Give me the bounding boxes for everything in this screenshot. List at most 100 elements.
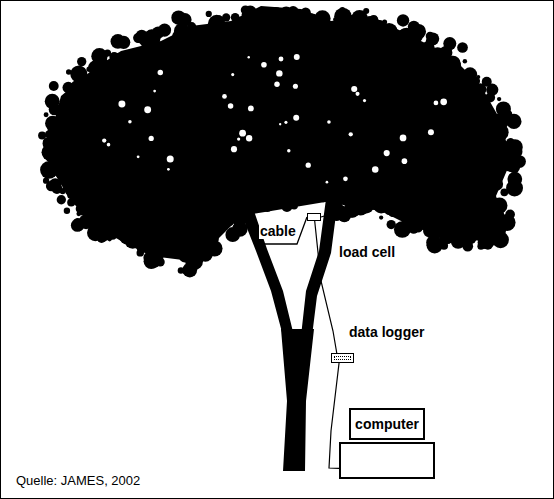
- leaf-clump: [287, 149, 290, 152]
- logger-dots: [334, 356, 351, 360]
- leaf-clump: [411, 40, 418, 47]
- leaf-clump: [144, 106, 151, 113]
- leaf-clump: [339, 190, 349, 200]
- leaf-clump: [55, 166, 68, 179]
- leaf-clump: [215, 15, 223, 23]
- leaf-clump: [421, 41, 434, 54]
- leaf-clump: [207, 241, 223, 257]
- leaf-clump: [65, 185, 75, 195]
- leaf-clump: [237, 137, 240, 140]
- leaf-clump: [396, 39, 405, 48]
- leaf-clump: [428, 129, 434, 135]
- leaf-clump: [107, 143, 111, 147]
- leaf-clump: [505, 210, 515, 220]
- leaf-clump: [133, 33, 143, 43]
- leaf-clump: [494, 136, 501, 143]
- canopy-texture: [38, 5, 526, 277]
- leaf-clump: [342, 209, 350, 217]
- leaf-clump: [232, 214, 238, 220]
- leaf-clump: [137, 243, 147, 253]
- leaf-clump: [179, 250, 184, 255]
- leaf-clump: [173, 250, 178, 255]
- source-note: Quelle: JAMES, 2002: [15, 473, 141, 489]
- leaf-clump: [309, 15, 315, 21]
- leaf-clump: [72, 69, 82, 79]
- leaf-clump: [300, 7, 310, 17]
- leaf-clump: [45, 116, 60, 131]
- leaf-clump: [306, 163, 311, 168]
- leaf-clump: [160, 43, 165, 48]
- device-label: computer: [355, 416, 419, 432]
- leaf-clump: [79, 214, 94, 229]
- leaf-clump: [78, 196, 91, 209]
- leaf-clump: [85, 78, 91, 84]
- leaf-clump: [279, 57, 284, 62]
- tree-canopy: [49, 6, 511, 261]
- leaf-clump: [426, 237, 442, 253]
- cable-line: [259, 217, 307, 244]
- leaf-clump: [158, 70, 163, 75]
- leaf-clump: [349, 132, 353, 136]
- data-logger: data logger: [331, 353, 354, 363]
- leaf-clump: [118, 101, 125, 108]
- leaf-clump: [259, 194, 274, 209]
- leaf-clump: [44, 112, 49, 117]
- leaf-clump: [508, 161, 520, 173]
- leaf-clump: [95, 60, 111, 76]
- leaf-clump: [77, 57, 86, 66]
- leaf-clump: [488, 221, 506, 239]
- leaf-clump: [463, 59, 468, 64]
- leaf-clump: [372, 166, 379, 173]
- component-label: load cell: [338, 244, 396, 260]
- leaf-clump: [82, 209, 87, 214]
- leaf-clump: [76, 211, 81, 216]
- leaf-clump: [399, 29, 411, 41]
- leaf-clump: [337, 204, 342, 209]
- leaf-clump: [86, 66, 92, 72]
- leaf-clump: [494, 173, 501, 180]
- leaf-clump: [380, 23, 397, 40]
- leaf-clump: [128, 120, 132, 124]
- leaf-clump: [397, 14, 409, 26]
- leaf-clump: [183, 268, 190, 275]
- leaf-clump: [64, 208, 70, 214]
- leaf-clump: [167, 168, 170, 171]
- leaf-clump: [359, 199, 374, 214]
- leaf-clump: [366, 16, 373, 23]
- leaf-clump: [178, 13, 191, 26]
- leaf-clump: [225, 227, 240, 242]
- leaf-clump: [492, 124, 498, 130]
- leaf-clump: [222, 94, 227, 99]
- leaf-clump: [215, 24, 230, 39]
- leaf-clump: [177, 39, 182, 44]
- leaf-clump: [182, 263, 197, 278]
- leaf-clump: [261, 62, 267, 68]
- leaf-clump: [49, 81, 59, 91]
- leaf-clump: [231, 146, 237, 152]
- leaf-clump: [506, 114, 521, 129]
- leaf-clump: [137, 155, 140, 158]
- leaf-clump: [224, 209, 231, 216]
- leaf-clump: [363, 8, 369, 14]
- leaf-clump: [143, 252, 155, 264]
- leaf-clump: [457, 42, 468, 53]
- leaf-clump: [363, 99, 366, 102]
- leaf-clump: [440, 99, 447, 106]
- computer-base: [339, 442, 435, 479]
- signal-wire: [329, 363, 339, 468]
- leaf-clump: [200, 250, 206, 256]
- leaf-clump: [284, 121, 287, 124]
- cable-label: cable: [259, 223, 297, 239]
- leaf-clump: [326, 181, 329, 184]
- leaf-clump: [279, 123, 281, 125]
- leaf-clump: [231, 73, 234, 76]
- leaf-clump: [400, 135, 407, 142]
- leaf-clump: [443, 37, 456, 50]
- leaf-clump: [276, 70, 282, 76]
- leaf-clump: [248, 56, 250, 58]
- leaf-clump: [43, 136, 57, 150]
- leaf-clump: [434, 101, 439, 106]
- leaf-clump: [49, 178, 62, 191]
